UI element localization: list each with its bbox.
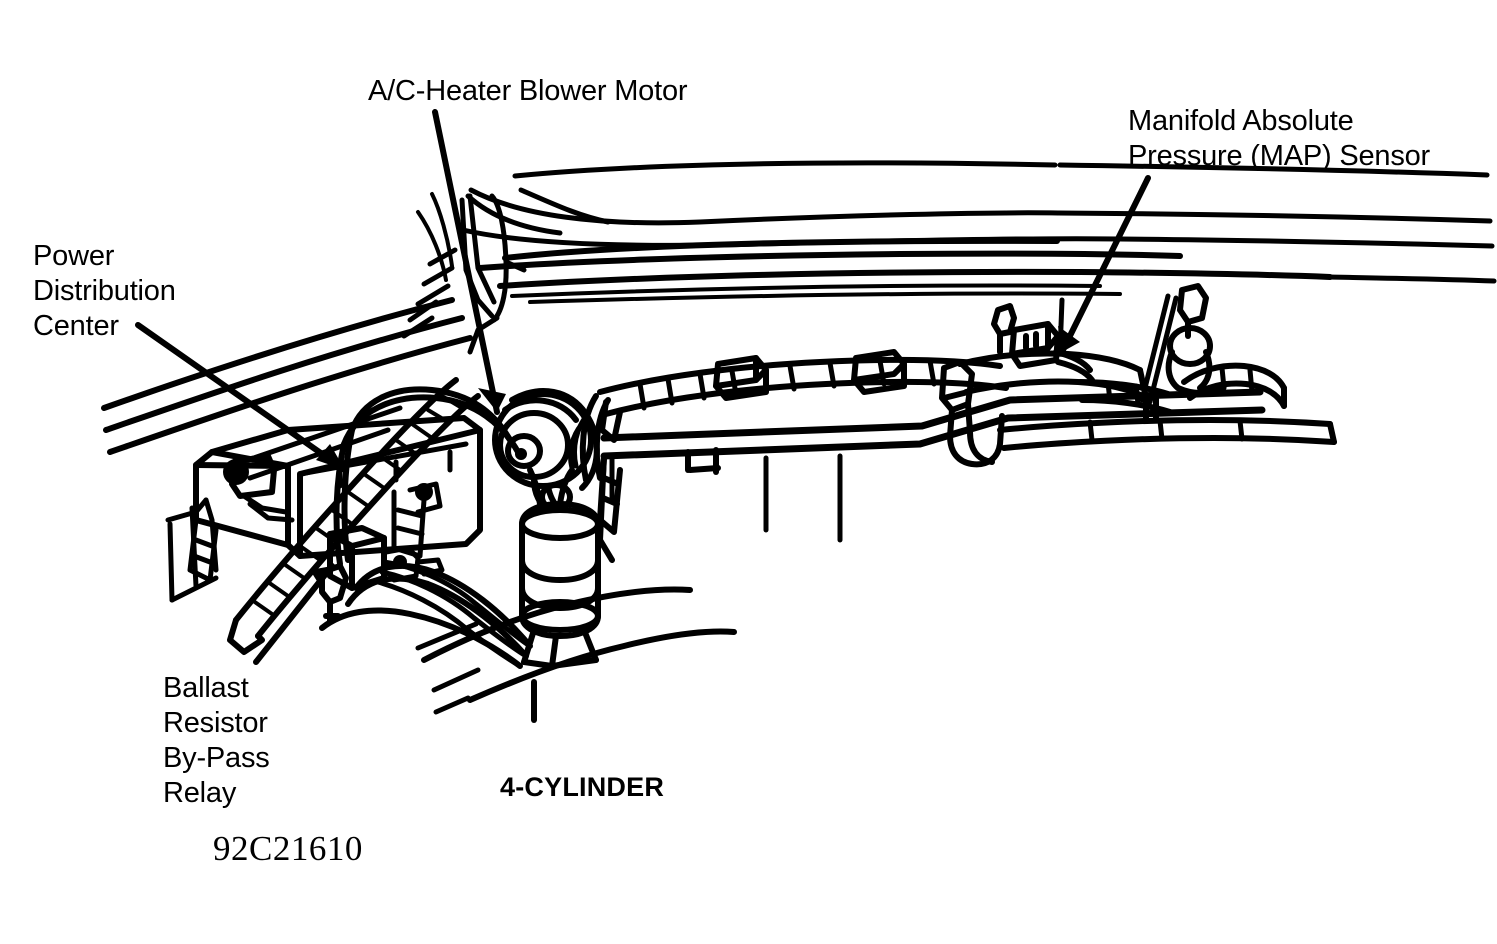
callout-manifold-absolute-pressure-sensor: Manifold Absolute Pressure (MAP) Sensor [1128,104,1430,174]
cowl-left-fin [416,192,454,282]
windshield-lower-edge [1055,162,1497,284]
callout-map-line-2: Pressure (MAP) Sensor [1128,140,1430,172]
firewall-vertical-seams [609,453,843,543]
radiator-support-rod [1057,297,1065,355]
figure-variant-label: 4-CYLINDER [500,772,665,802]
callout-ballast-line-1: Ballast [163,672,249,704]
leader-arrowheads [310,326,1080,586]
hose-lower-sweep [319,607,523,669]
pdc-bracket [187,517,219,583]
manifold-absolute-pressure-sensor [1009,321,1061,369]
harness-connector-block-2 [851,349,907,395]
engine-bay-floor [421,586,737,703]
arrowhead-pdc [316,444,345,470]
callout-ballast-resistor-bypass-relay: Ballast Resistor By-Pass Relay [163,671,270,811]
intake-bands [1105,380,1141,407]
callout-pdc-line-1: Power [33,240,115,272]
harness-loop-main [341,386,521,455]
hose-elbow [1181,362,1287,409]
intake-runner [1077,379,1173,415]
refrigerant-hose-loop [345,563,533,659]
hose-crimp-bands [1219,365,1255,395]
firewall-ledge [600,388,1266,460]
arrowhead-relay [310,566,332,586]
callout-ballast-line-4: Relay [163,777,237,809]
fender-panel [101,297,473,455]
lower-pipe-run [997,417,1337,451]
harness-bundle-stack [567,411,591,471]
cowl-panel [460,160,1123,248]
pdc-harness-exit [241,493,295,523]
cowl-seam [510,283,1122,304]
callout-ac-heater-blower-motor: A/C-Heater Blower Motor [368,75,688,107]
figure-number: 92C21610 [213,829,363,868]
engine-ground-strap [1143,393,1159,423]
harness-connector-block [713,355,769,401]
pdc-stud [223,459,249,485]
floor-short-lines [415,621,481,715]
harness-tape-wrap [637,358,937,411]
cowl-panel-lower [477,237,1333,289]
arrowhead-map [1058,326,1080,352]
leader-power-distribution-center [135,322,348,473]
canister-inlet-tube [527,467,575,507]
leader-blower-motor [432,109,500,415]
arrowhead-blower [478,388,506,412]
pdc-right-bracket [391,481,443,559]
pipe-bands [1087,418,1245,443]
callout-map-line-1: Manifold Absolute [1128,105,1354,137]
pdc-fastener [415,483,433,501]
harness-tail [227,617,265,655]
cowl-bracket-strap [597,399,623,535]
leader-map-sensor [1059,175,1151,355]
blower-motor-shaft [515,448,527,460]
callout-ballast-line-3: By-Pass [163,742,270,774]
callout-ballast-line-2: Resistor [163,707,268,739]
callout-power-distribution-center: Power Distribution Center [33,239,176,344]
callout-pdc-line-2: Distribution [33,275,176,307]
map-sensor-vacuum-nipple [991,303,1017,355]
callout-pdc-line-3: Center [33,310,119,342]
hood-prop-rod [1139,293,1179,405]
